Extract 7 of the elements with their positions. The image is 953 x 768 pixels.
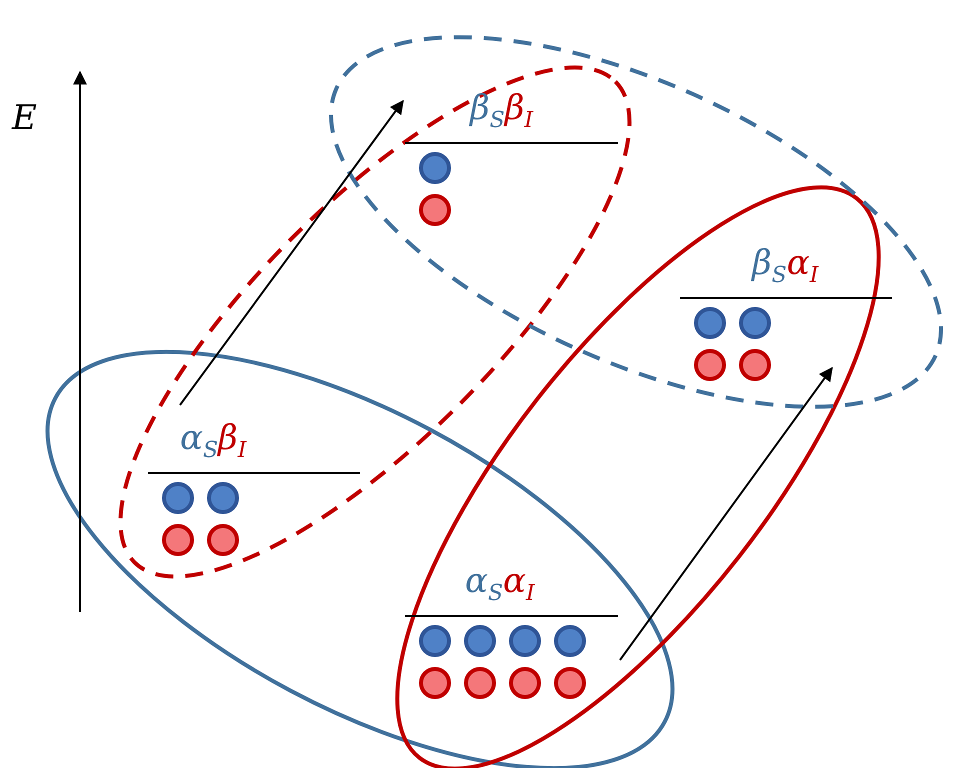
state-label: β$_{S}$α$_{I}$ <box>752 243 818 290</box>
state-label: α$_{S}$α$_{I}$ <box>465 561 535 608</box>
arrow <box>179 100 404 406</box>
arrow <box>619 366 833 661</box>
axis-label: E <box>12 98 37 138</box>
state-label: α$_{S}$β$_{I}$ <box>180 418 246 465</box>
state-label: β$_{S}$β$_{I}$ <box>470 88 534 135</box>
